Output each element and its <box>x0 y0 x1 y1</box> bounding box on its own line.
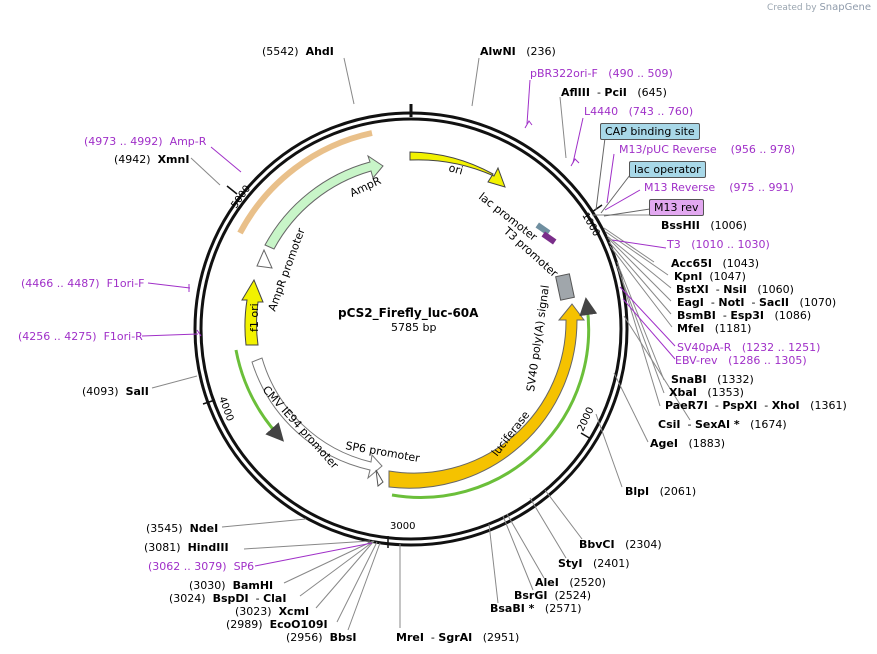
sv40-block <box>555 273 575 301</box>
label-bspdi-clai[interactable]: (3024) BspDI - ClaI <box>169 592 287 605</box>
label-csii-sexai[interactable]: CsiI - SexAI * (1674) <box>658 418 787 431</box>
ori-label: ori <box>447 161 464 177</box>
tick-2000 <box>580 432 592 440</box>
label-eagi-noti-sacii[interactable]: EagI - NotI - SacII (1070) <box>677 296 837 309</box>
label-blpi[interactable]: BlpI (2061) <box>625 485 697 498</box>
sp6-arrow <box>375 469 384 487</box>
t3-promoter-block <box>541 231 557 245</box>
label-t3[interactable]: T3 (1010 .. 1030) <box>667 238 770 251</box>
label-agei[interactable]: AgeI (1883) <box>650 437 726 450</box>
label-bbsi[interactable]: (2956) BbsI <box>286 631 357 644</box>
credit-line: Created by SnapGene <box>767 2 871 13</box>
label-bbvci[interactable]: BbvCI (2304) <box>579 538 662 551</box>
tick-5000 <box>226 185 238 195</box>
label-acc65i[interactable]: Acc65I (1043) <box>671 257 760 270</box>
ampr-orange-arc <box>237 130 373 235</box>
m13-rev-box[interactable]: M13 rev <box>649 199 704 216</box>
label-xbai[interactable]: XbaI (1353) <box>669 386 744 399</box>
label-kpni[interactable]: KpnI (1047) <box>674 270 746 283</box>
tick-label-4000: 4000 <box>216 395 235 423</box>
label-xmni[interactable]: (4942) XmnI <box>114 153 190 166</box>
plasmid-length: 5785 bp <box>391 321 437 334</box>
label-xcmi[interactable]: (3023) XcmI <box>235 605 310 618</box>
tick-label-2000: 2000 <box>576 406 597 434</box>
ampr-arrow <box>264 154 384 250</box>
label-ebv-rev[interactable]: EBV-rev (1286 .. 1305) <box>675 354 807 367</box>
label-f1ori-r[interactable]: (4256 .. 4275) F1ori-R <box>18 330 143 343</box>
label-bsrgi[interactable]: BsrGI (2524) <box>514 589 592 602</box>
label-snabi[interactable]: SnaBI (1332) <box>671 373 754 386</box>
green-arc-right <box>391 297 598 499</box>
green-arc-left <box>234 349 285 442</box>
label-afliii-pcii[interactable]: AflIII - PciI (645) <box>561 86 667 99</box>
label-pbr322ori-f[interactable]: pBR322ori-F (490 .. 509) <box>530 67 673 80</box>
label-hindiii[interactable]: (3081) HindIII <box>144 541 229 554</box>
f1-ori-arrow <box>241 278 264 346</box>
backbone-inner <box>199 117 623 541</box>
lac-operator-box[interactable]: lac operator <box>629 161 706 178</box>
label-m13-reverse[interactable]: M13 Reverse (975 .. 991) <box>644 181 794 194</box>
label-alwni[interactable]: AlwNI (236) <box>480 45 556 58</box>
label-bsshii[interactable]: BssHII (1006) <box>661 219 747 232</box>
ori-arrow <box>409 151 506 188</box>
ampr-promoter-arrow <box>256 248 273 269</box>
tick-label-5000: 5000 <box>229 184 253 211</box>
label-alei[interactable]: AleI (2520) <box>535 576 606 589</box>
tick-1000 <box>591 204 603 213</box>
f1-ori-label: f1 ori <box>248 303 261 332</box>
luciferase-arrow <box>388 303 585 489</box>
lac-promoter-block <box>535 222 551 236</box>
label-l4440[interactable]: L4440 (743 .. 760) <box>584 105 694 118</box>
label-m13-puc-reverse[interactable]: M13/pUC Reverse (956 .. 978) <box>619 143 796 156</box>
label-sp6[interactable]: (3062 .. 3079) SP6 <box>148 560 255 573</box>
label-bstxi-nsii[interactable]: BstXI - NsiI (1060) <box>676 283 794 296</box>
label-styi[interactable]: StyI (2401) <box>558 557 630 570</box>
label-amp-r[interactable]: (4973 .. 4992) Amp-R <box>84 135 207 148</box>
label-bsmbi-esp3i[interactable]: BsmBI - Esp3I (1086) <box>677 309 812 322</box>
tick-4000 <box>202 399 216 405</box>
snapgene-logo: SnapGene <box>819 2 871 13</box>
box-lines <box>595 137 651 217</box>
leader-lines <box>151 57 691 631</box>
label-paer7i-pspxi-xhoi[interactable]: PaeR7I - PspXI - XhoI (1361) <box>665 399 847 412</box>
label-ecoo109i[interactable]: (2989) EcoO109I <box>226 618 328 631</box>
label-ndei[interactable]: (3545) NdeI <box>146 522 219 535</box>
primer-lines <box>141 79 676 567</box>
cap-binding-site-box[interactable]: CAP binding site <box>600 123 700 140</box>
label-ahdi[interactable]: (5542) AhdI <box>262 45 334 58</box>
label-sv40pa-r[interactable]: SV40pA-R (1232 .. 1251) <box>677 341 821 354</box>
label-mfei[interactable]: MfeI (1181) <box>677 322 752 335</box>
label-sali[interactable]: (4093) SalI <box>82 385 149 398</box>
label-bsabi[interactable]: BsaBI * (2571) <box>490 602 582 615</box>
sv40-label: SV40 poly(A) signal <box>524 284 552 392</box>
credit-prefix: Created by <box>767 3 817 13</box>
plasmid-name: pCS2_Firefly_luc-60A <box>338 306 479 320</box>
label-bamhi[interactable]: (3030) BamHI <box>189 579 274 592</box>
cmv-promoter-arrow <box>251 357 383 480</box>
label-f1ori-f[interactable]: (4466 .. 4487) F1ori-F <box>21 277 145 290</box>
tick-label-3000: 3000 <box>390 521 415 532</box>
label-mrei-sgrai[interactable]: MreI - SgrAI (2951) <box>396 631 520 644</box>
